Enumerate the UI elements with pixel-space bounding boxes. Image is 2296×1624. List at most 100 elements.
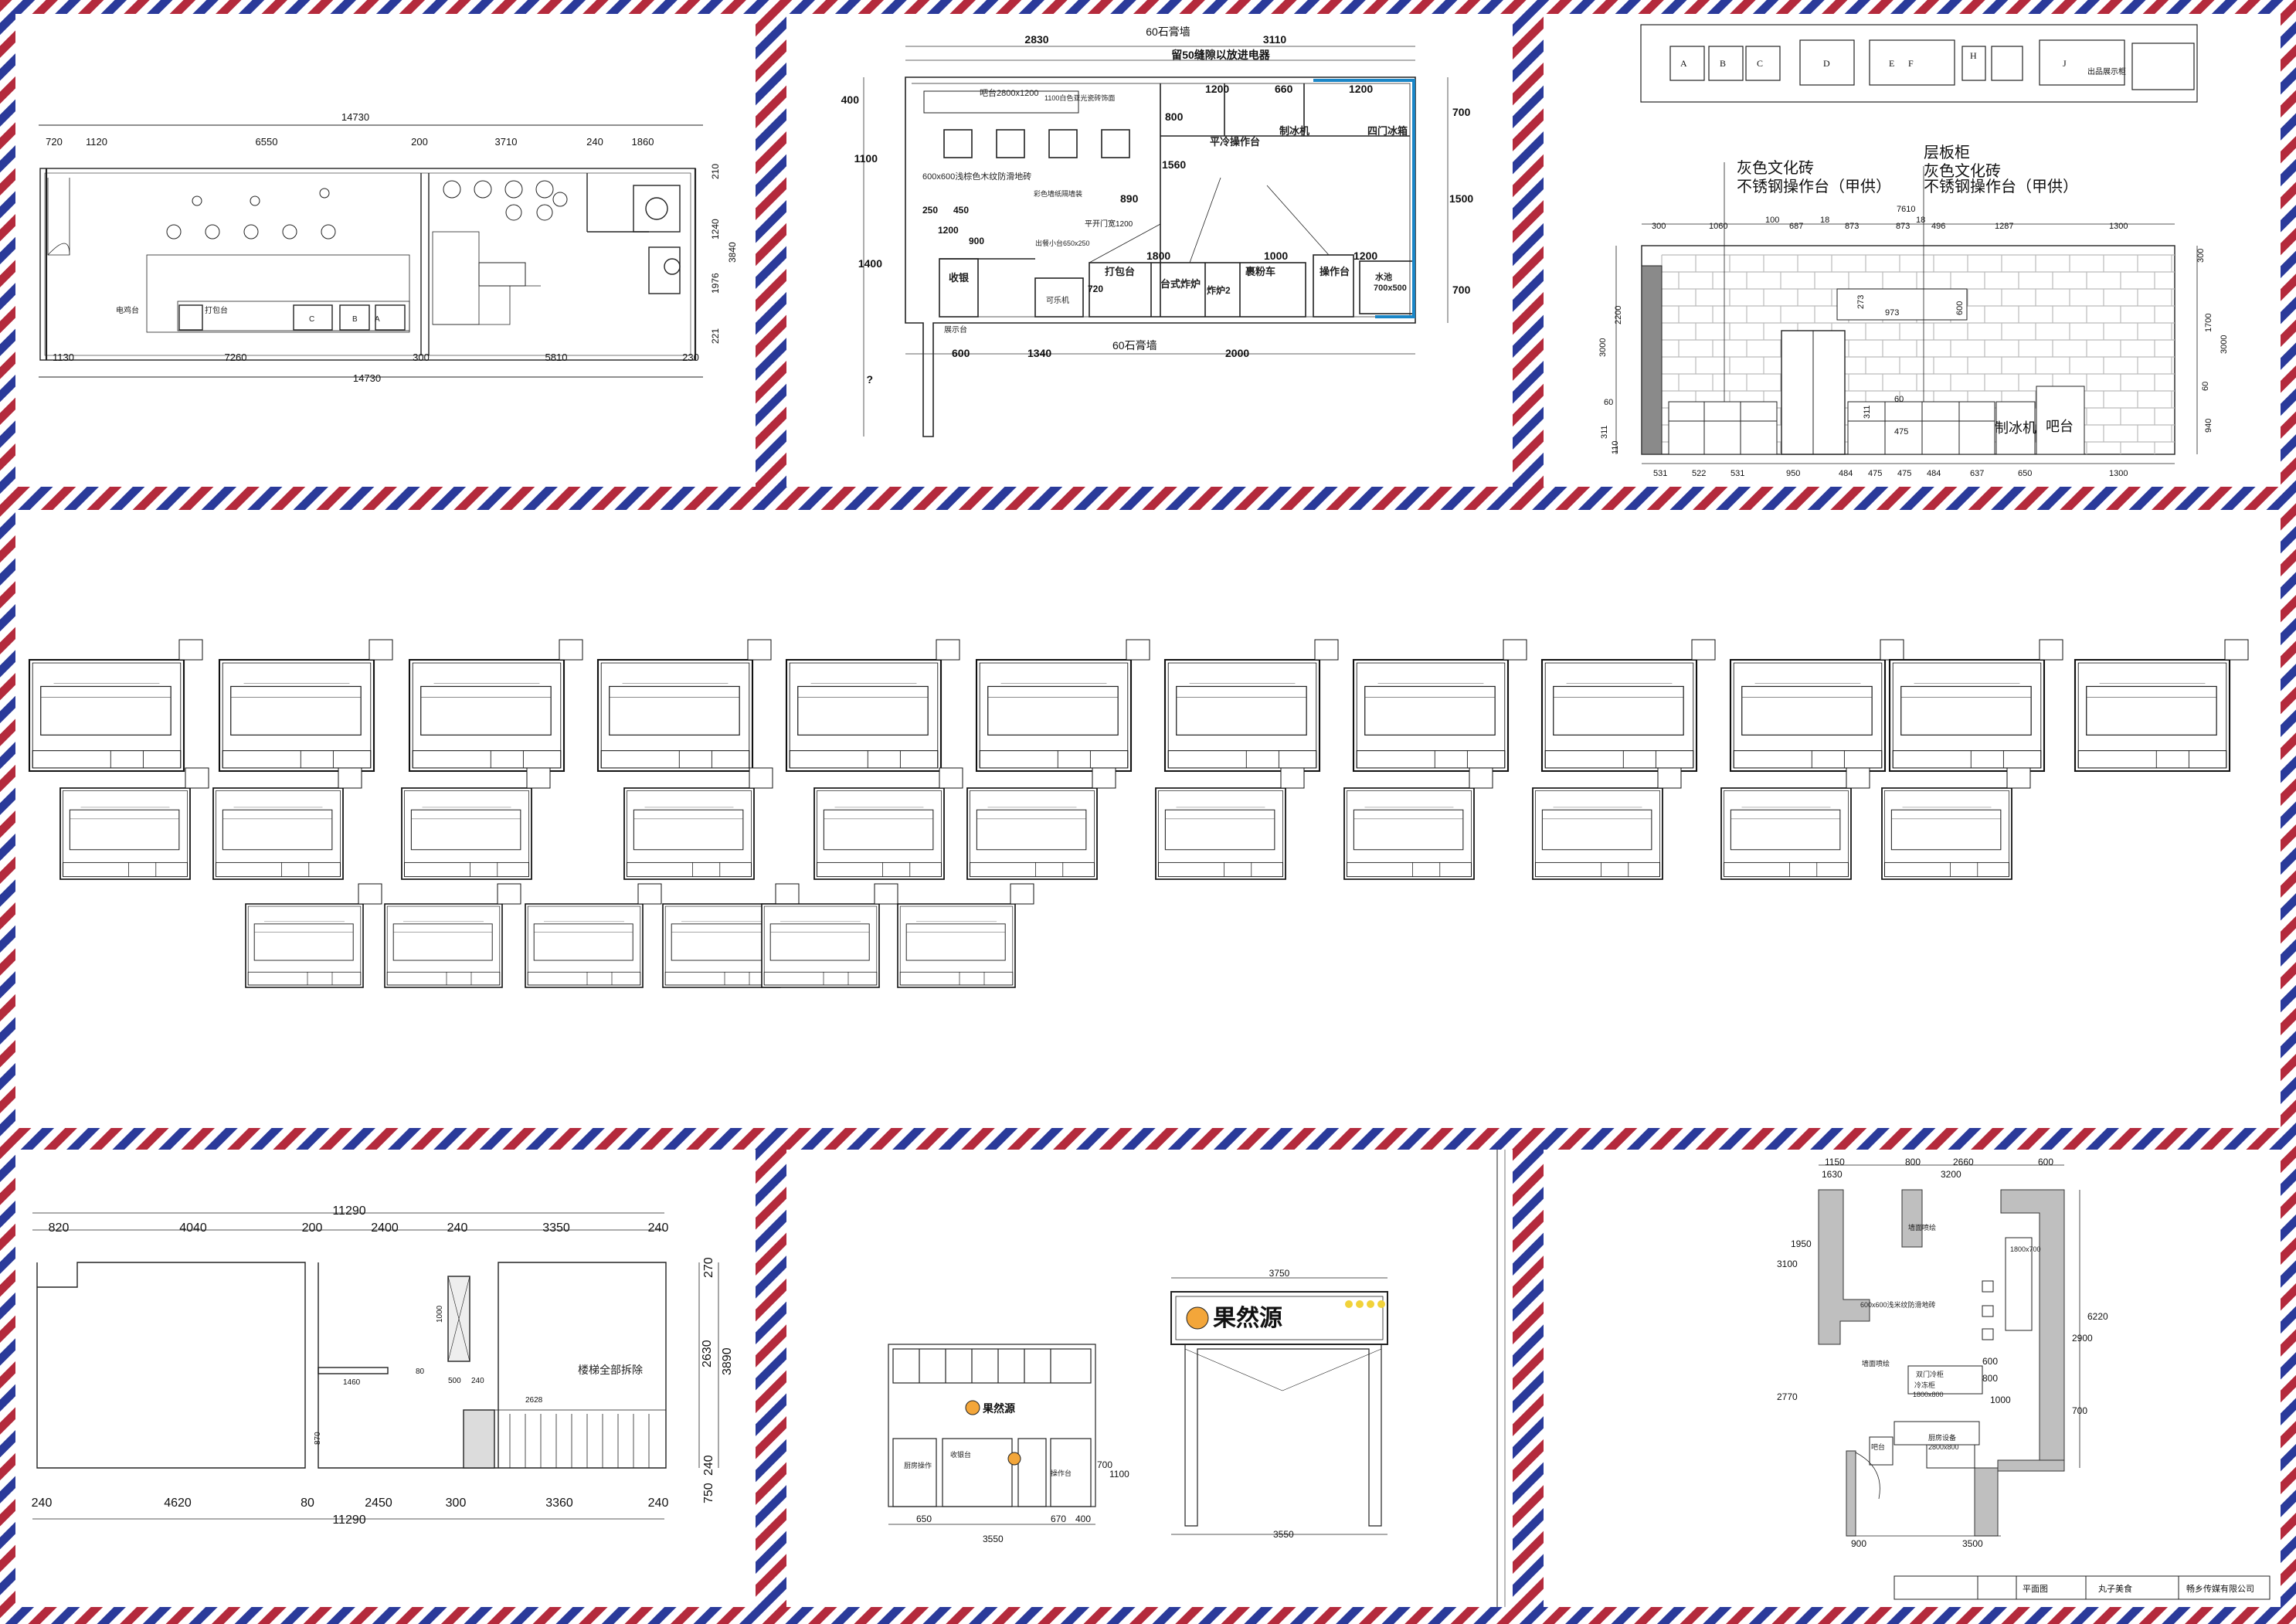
svg-text:7260: 7260 — [225, 352, 247, 363]
svg-text:18: 18 — [1916, 216, 1925, 225]
svg-text:1800x700: 1800x700 — [2010, 1245, 2041, 1253]
sheet-tab — [1846, 767, 1870, 789]
svg-text:400: 400 — [1075, 1514, 1091, 1524]
svg-text:3350: 3350 — [542, 1221, 570, 1235]
panel-top-center — [786, 14, 1513, 487]
svg-text:打包台: 打包台 — [205, 305, 228, 315]
svg-text:11290: 11290 — [332, 1204, 365, 1218]
svg-text:60: 60 — [1894, 395, 1904, 404]
sheet-thumbnail — [1352, 658, 1510, 773]
sheet-thumbnail — [761, 903, 880, 988]
svg-text:720: 720 — [46, 136, 63, 148]
svg-text:1200: 1200 — [938, 225, 959, 236]
sheet-tab — [939, 767, 963, 789]
svg-text:3100: 3100 — [1777, 1259, 1798, 1269]
svg-text:果然源: 果然源 — [1213, 1305, 1282, 1331]
svg-text:496: 496 — [1931, 222, 1945, 231]
svg-text:平面图: 平面图 — [2023, 1584, 2048, 1594]
svg-text:311: 311 — [1600, 425, 1609, 439]
sheet-thumbnail — [897, 903, 1016, 988]
svg-text:700: 700 — [1452, 284, 1471, 296]
sheet-thumbnail — [1888, 658, 2046, 773]
svg-text:311: 311 — [1863, 405, 1872, 419]
svg-text:冷冻柜: 冷冻柜 — [1914, 1381, 1935, 1389]
sheet-tab — [749, 767, 773, 789]
svg-text:出品展示柜: 出品展示柜 — [2087, 66, 2126, 76]
panel2-dimensions: 2830 60石膏墙 3110 留50缝隙以放进电器 400 1100 1400… — [841, 25, 1474, 386]
svg-text:2400: 2400 — [371, 1221, 399, 1235]
svg-text:3750: 3750 — [1269, 1268, 1290, 1279]
svg-text:出餐小台650x250: 出餐小台650x250 — [1035, 239, 1090, 247]
svg-text:4620: 4620 — [164, 1497, 192, 1510]
svg-text:3840: 3840 — [727, 242, 738, 263]
sheet-thumbnail — [1155, 787, 1286, 880]
svg-text:300: 300 — [446, 1497, 467, 1510]
sheet-thumbnail — [1720, 787, 1852, 880]
sheet-tab — [747, 639, 772, 661]
svg-text:700: 700 — [1452, 106, 1471, 118]
svg-text:900: 900 — [969, 236, 984, 246]
svg-text:475: 475 — [1897, 469, 1911, 478]
svg-text:厨房操作: 厨房操作 — [904, 1461, 932, 1469]
svg-text:890: 890 — [1120, 192, 1139, 205]
svg-text:670: 670 — [1051, 1514, 1066, 1524]
svg-text:B: B — [352, 315, 358, 324]
shopfront-elevations — [888, 1150, 1506, 1607]
sheet-tab — [637, 883, 662, 905]
svg-text:收银台: 收银台 — [950, 1450, 971, 1459]
sheet-tab — [178, 639, 203, 661]
svg-text:制冰机: 制冰机 — [1279, 125, 1309, 137]
svg-text:700x500: 700x500 — [1374, 284, 1407, 293]
brick-wall-elevation — [1615, 162, 2198, 464]
svg-text:吧台: 吧台 — [1871, 1442, 1885, 1451]
svg-text:1340: 1340 — [1027, 347, 1051, 359]
svg-text:1500: 1500 — [1449, 192, 1473, 205]
svg-text:950: 950 — [1786, 469, 1800, 478]
svg-text:3200: 3200 — [1941, 1169, 1961, 1180]
sheet-tab — [1503, 639, 1527, 661]
svg-text:2770: 2770 — [1777, 1391, 1798, 1402]
svg-text:3890: 3890 — [721, 1347, 734, 1375]
panel-bottom-center — [786, 1150, 1513, 1607]
svg-text:1300: 1300 — [2109, 222, 2128, 231]
panel2-dimension-lines — [863, 46, 1449, 437]
svg-text:1976: 1976 — [710, 273, 721, 294]
svg-text:炸炉2: 炸炉2 — [1207, 284, 1231, 296]
sheet-tab — [358, 883, 382, 905]
svg-text:3550: 3550 — [1273, 1529, 1294, 1540]
svg-text:600x600浅米纹防滑地砖: 600x600浅米纹防滑地砖 — [1860, 1300, 1936, 1309]
svg-text:940: 940 — [2204, 419, 2213, 433]
svg-text:300: 300 — [1652, 222, 1666, 231]
svg-text:522: 522 — [1692, 469, 1706, 478]
svg-text:电鸡台: 电鸡台 — [116, 305, 139, 315]
svg-text:475: 475 — [1868, 469, 1882, 478]
svg-text:870: 870 — [314, 1432, 322, 1445]
svg-text:1400: 1400 — [858, 257, 882, 270]
sheet-thumbnails — [28, 639, 2249, 988]
svg-text:4040: 4040 — [179, 1221, 207, 1235]
svg-text:300: 300 — [2196, 249, 2206, 263]
svg-text:687: 687 — [1789, 222, 1803, 231]
svg-text:750: 750 — [702, 1483, 715, 1503]
svg-text:层板柜: 层板柜 — [1924, 144, 1970, 161]
svg-text:灰色文化砖: 灰色文化砖 — [1924, 162, 2001, 180]
svg-text:畅乡传媒有限公司: 畅乡传媒有限公司 — [2186, 1583, 2254, 1594]
svg-text:484: 484 — [1839, 469, 1853, 478]
svg-text:873: 873 — [1896, 222, 1910, 231]
svg-text:200: 200 — [302, 1221, 323, 1235]
svg-text:240: 240 — [648, 1497, 669, 1510]
svg-text:5810: 5810 — [545, 352, 568, 363]
svg-text:400: 400 — [841, 93, 860, 106]
svg-text:B: B — [1720, 58, 1726, 69]
sheet-thumbnail — [813, 787, 945, 880]
sheet-tab — [936, 639, 960, 661]
svg-text:吧台: 吧台 — [2046, 419, 2074, 434]
svg-text:2000: 2000 — [1225, 347, 1249, 359]
top-strip-letters: A B C D E F H J 出品展示柜 — [1680, 50, 2126, 76]
svg-text:双门冷柜: 双门冷柜 — [1916, 1370, 1944, 1378]
svg-text:600: 600 — [1955, 301, 1965, 315]
sheet-thumbnail — [966, 787, 1098, 880]
svg-text:6220: 6220 — [2087, 1311, 2108, 1322]
sheet-tab — [497, 883, 521, 905]
sheet-tab — [1469, 767, 1493, 789]
